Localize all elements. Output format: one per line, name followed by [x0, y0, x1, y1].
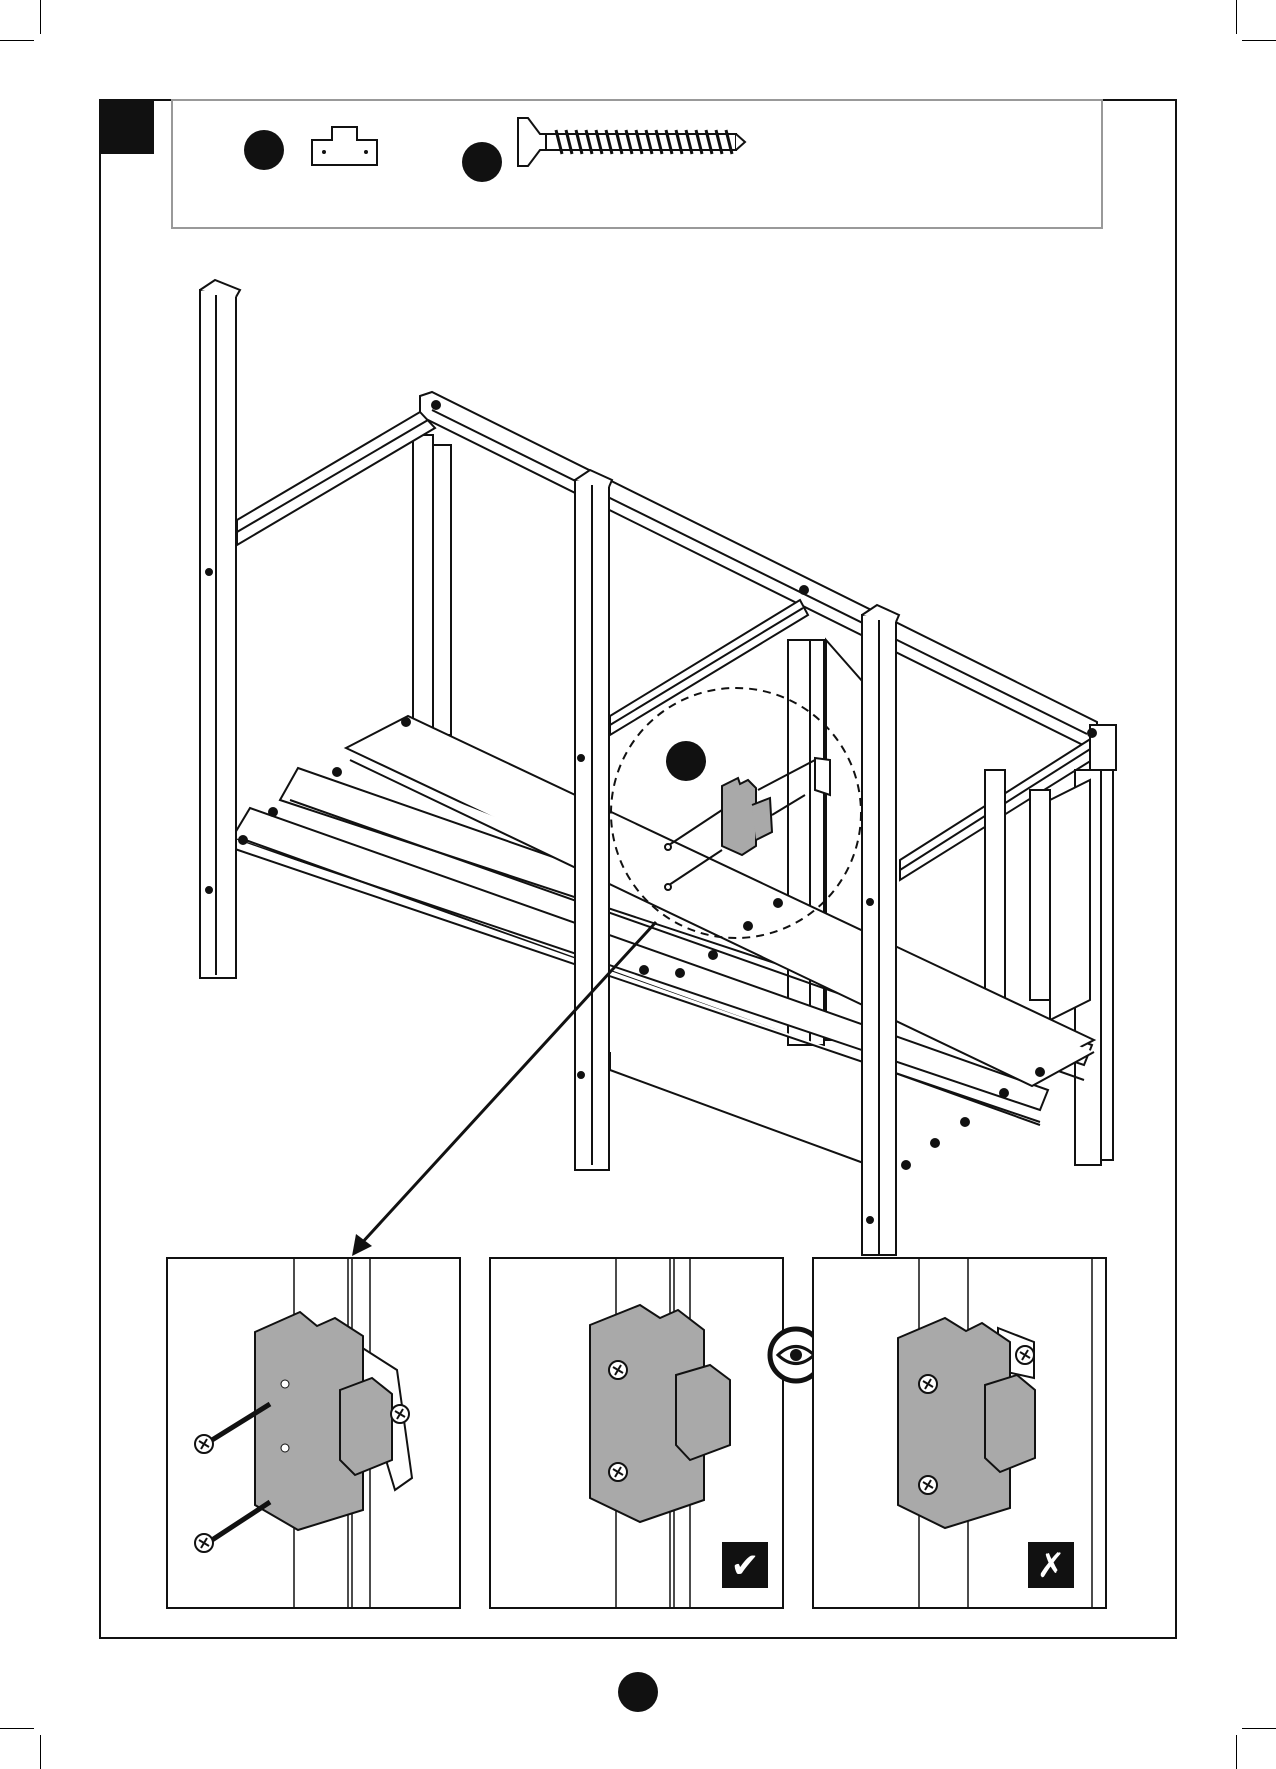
panel-install	[167, 1258, 460, 1608]
panel-correct: ✔	[490, 1258, 783, 1608]
detail-callout	[666, 741, 706, 781]
step-number-box	[100, 100, 154, 154]
svg-text:✗: ✗	[1037, 1546, 1066, 1586]
svg-text:✔: ✔	[731, 1546, 760, 1586]
part-callout-screw	[462, 142, 502, 182]
main-frame	[200, 280, 1116, 1255]
detail-arrow	[360, 922, 656, 1245]
panel-incorrect: ✗	[813, 1258, 1106, 1608]
screw-part-icon	[518, 118, 745, 166]
page-number-badge	[618, 1672, 658, 1712]
part-callout-bracket	[244, 130, 284, 170]
bracket-part-icon	[312, 127, 377, 165]
